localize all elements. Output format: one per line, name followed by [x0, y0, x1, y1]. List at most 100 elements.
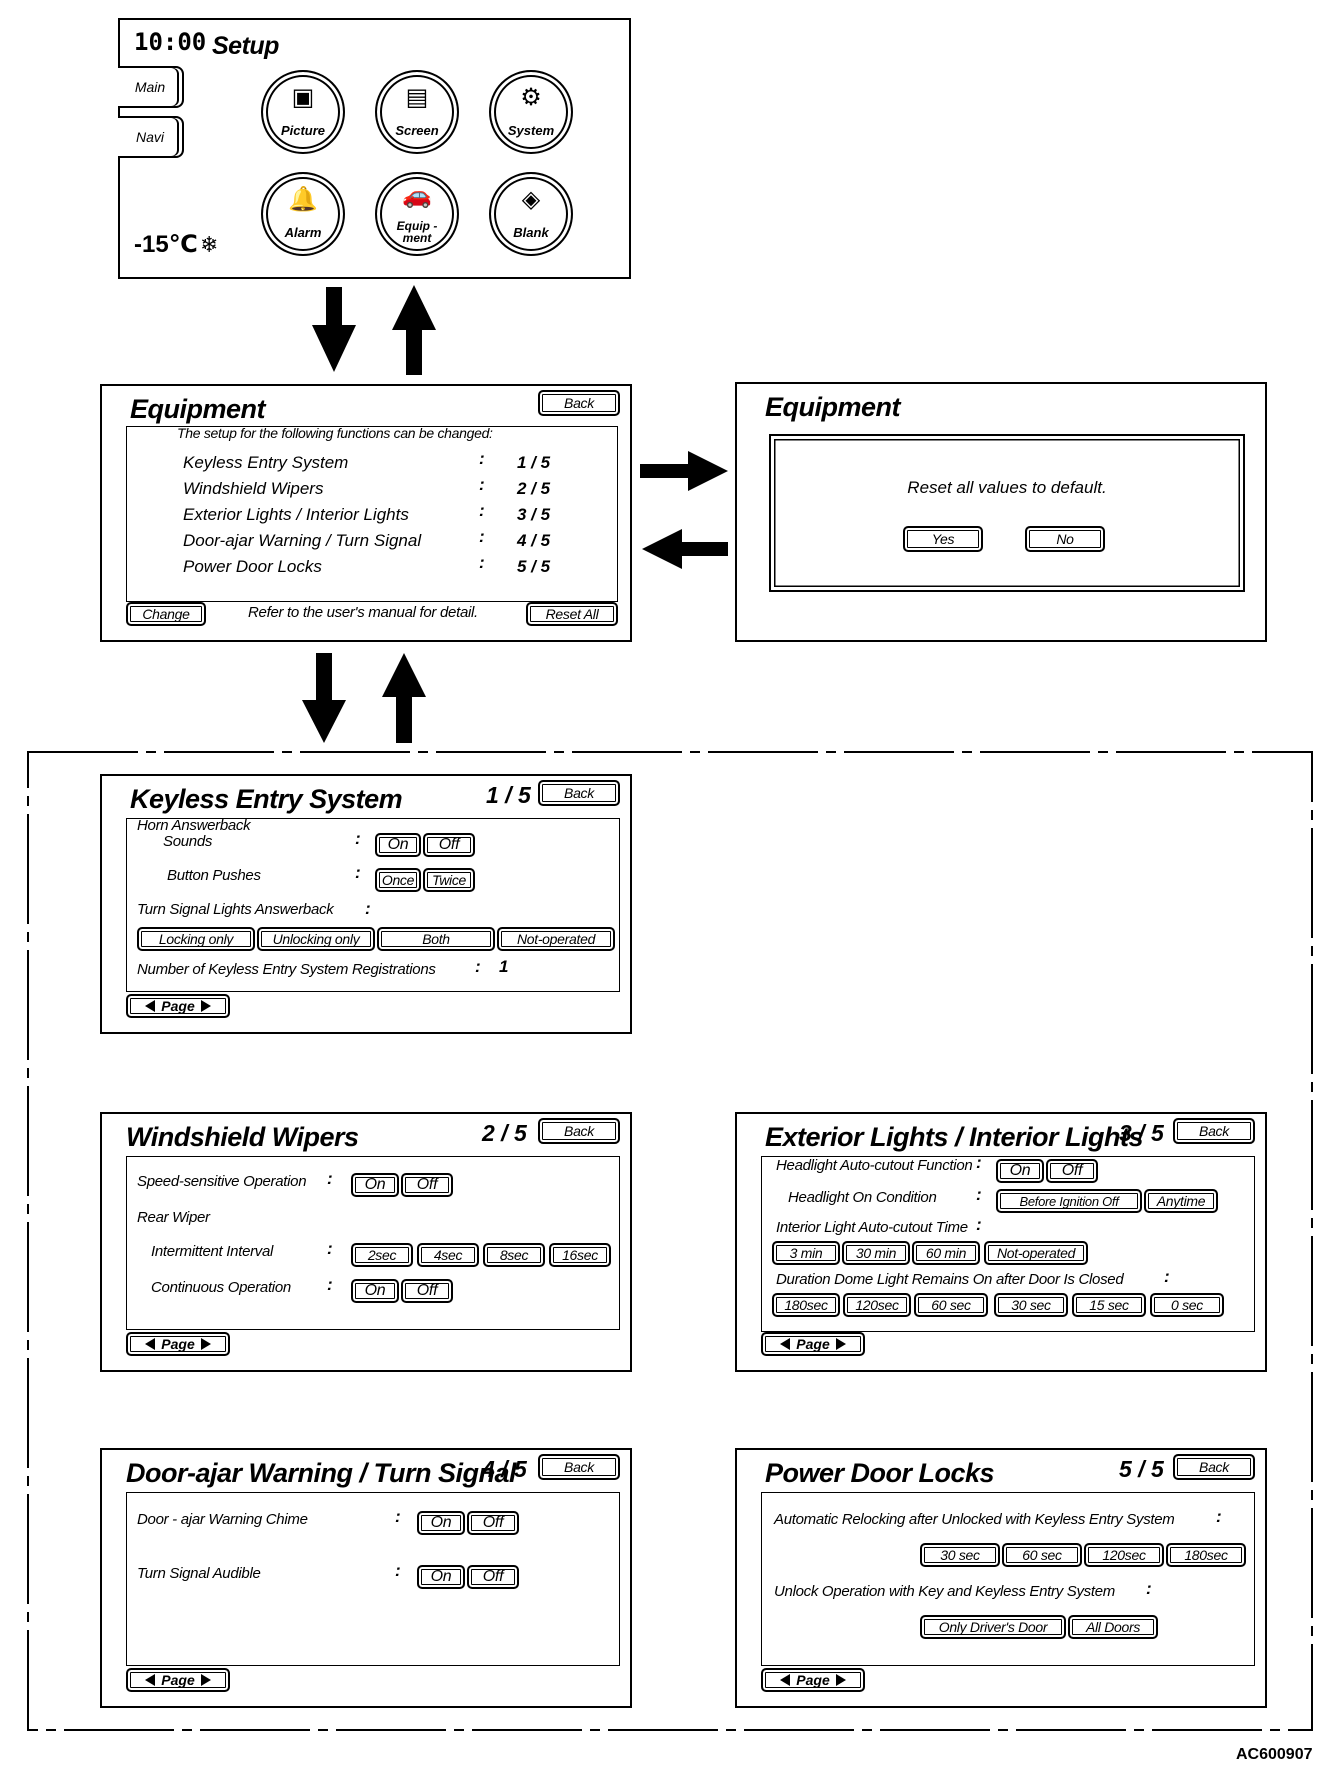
relock-180sec-button[interactable]: 180sec: [1166, 1543, 1246, 1567]
speed-off-button[interactable]: Off: [401, 1173, 453, 1197]
change-button[interactable]: Change: [126, 602, 206, 626]
relock-label: Automatic Relocking after Unlocked with …: [774, 1511, 1175, 1528]
page-label: Page: [161, 1336, 195, 1352]
registrations-value: 1: [499, 957, 509, 976]
colon: :: [395, 1507, 401, 1526]
relock-120sec-button[interactable]: 120sec: [1084, 1543, 1164, 1567]
interior-not-operated-button[interactable]: Not-operated: [984, 1241, 1088, 1265]
colon: :: [976, 1215, 982, 1234]
twice-button[interactable]: Twice: [423, 868, 475, 892]
dome-180sec-button[interactable]: 180sec: [772, 1293, 840, 1317]
interval-2sec-button[interactable]: 2sec: [351, 1243, 413, 1267]
back-button[interactable]: Back: [538, 390, 620, 416]
chime-on-button[interactable]: On: [417, 1511, 465, 1535]
blank-label: Blank: [513, 225, 549, 240]
dome-30sec-button[interactable]: 30 sec: [994, 1293, 1068, 1317]
speed-on-button[interactable]: On: [351, 1173, 399, 1197]
page-nav-button[interactable]: Page: [126, 994, 230, 1018]
continuous-label: Continuous Operation: [151, 1279, 291, 1296]
page-prev-icon: [145, 1000, 156, 1012]
page-nav-button[interactable]: Page: [761, 1668, 865, 1692]
interior-30min-button[interactable]: 30 min: [842, 1241, 910, 1265]
only-drivers-door-button[interactable]: Only Driver's Door: [920, 1615, 1066, 1639]
interior-60min-button[interactable]: 60 min: [912, 1241, 980, 1265]
equipment-item-page: 1 / 5: [517, 453, 551, 472]
page-next-icon: [835, 1338, 846, 1350]
page-nav-button[interactable]: Page: [761, 1332, 865, 1356]
picture-button[interactable]: ▣ Picture: [261, 70, 345, 154]
colon: :: [479, 475, 485, 494]
dome-light-label: Duration Dome Light Remains On after Doo…: [776, 1271, 1124, 1288]
auto-cutout-on-button[interactable]: On: [996, 1159, 1044, 1183]
anytime-button[interactable]: Anytime: [1144, 1189, 1218, 1213]
equipment-screen: Equipment Back The setup for the followi…: [100, 384, 632, 642]
back-button[interactable]: Back: [538, 1454, 620, 1480]
dome-15sec-button[interactable]: 15 sec: [1072, 1293, 1146, 1317]
system-button[interactable]: ⚙ System: [489, 70, 573, 154]
page-nav-button[interactable]: Page: [126, 1332, 230, 1356]
audible-on-button[interactable]: On: [417, 1565, 465, 1589]
interval-8sec-button[interactable]: 8sec: [483, 1243, 545, 1267]
page-next-icon: [835, 1674, 846, 1686]
yes-button[interactable]: Yes: [903, 526, 983, 552]
interior-3min-button[interactable]: 3 min: [772, 1241, 840, 1265]
auto-cutout-off-button[interactable]: Off: [1046, 1159, 1098, 1183]
colon: :: [479, 501, 485, 520]
back-button[interactable]: Back: [538, 1118, 620, 1144]
reset-all-button[interactable]: Reset All: [526, 602, 618, 626]
interval-16sec-button[interactable]: 16sec: [549, 1243, 611, 1267]
chime-off-button[interactable]: Off: [467, 1511, 519, 1535]
equipment-button[interactable]: 🚗 Equip - ment: [375, 172, 459, 256]
equipment-item-label[interactable]: Keyless Entry System: [183, 453, 349, 472]
reset-screen: Equipment Reset all values to default. Y…: [735, 382, 1267, 642]
unlocking-only-button[interactable]: Unlocking only: [257, 927, 375, 951]
speed-sensitive-label: Speed-sensitive Operation: [137, 1173, 307, 1190]
locking-only-button[interactable]: Locking only: [137, 927, 255, 951]
relock-30sec-button[interactable]: 30 sec: [920, 1543, 1000, 1567]
on-condition-label: Headlight On Condition: [788, 1189, 937, 1206]
keyless-entry-screen: Keyless Entry System 1 / 5 Back Horn Ans…: [100, 774, 632, 1034]
main-tab[interactable]: Main: [118, 66, 184, 108]
rear-wiper-label: Rear Wiper: [137, 1209, 210, 1226]
clock: 10:00: [134, 28, 207, 56]
relock-60sec-button[interactable]: 60 sec: [1002, 1543, 1082, 1567]
once-button[interactable]: Once: [375, 868, 421, 892]
navi-tab[interactable]: Navi: [118, 116, 184, 158]
no-button[interactable]: No: [1025, 526, 1105, 552]
screen-button[interactable]: ▤ Screen: [375, 70, 459, 154]
page-nav-button[interactable]: Page: [126, 1668, 230, 1692]
all-doors-button[interactable]: All Doors: [1068, 1615, 1158, 1639]
continuous-off-button[interactable]: Off: [401, 1279, 453, 1303]
reset-title: Equipment: [765, 392, 901, 422]
dome-0sec-button[interactable]: 0 sec: [1150, 1293, 1224, 1317]
equipment-item-page: 2 / 5: [517, 479, 551, 498]
colon: :: [365, 899, 371, 918]
picture-icon: ▣: [291, 84, 315, 111]
setup-screen: 10:00 Setup Main Navi -15℃ ❄ ▣ Picture ▤…: [118, 18, 631, 279]
back-button[interactable]: Back: [1173, 1454, 1255, 1480]
before-ignition-off-button[interactable]: Before Ignition Off: [996, 1189, 1142, 1213]
alarm-button[interactable]: 🔔 Alarm: [261, 172, 345, 256]
audible-off-button[interactable]: Off: [467, 1565, 519, 1589]
colon: :: [327, 1239, 333, 1258]
continuous-on-button[interactable]: On: [351, 1279, 399, 1303]
horn-answerback-label: Horn Answerback: [137, 817, 251, 834]
interval-4sec-button[interactable]: 4sec: [417, 1243, 479, 1267]
back-button[interactable]: Back: [538, 780, 620, 806]
equipment-item-label[interactable]: Exterior Lights / Interior Lights: [183, 505, 409, 524]
not-operated-button[interactable]: Not-operated: [497, 927, 615, 951]
sounds-off-button[interactable]: Off: [423, 833, 475, 857]
blank-button[interactable]: ◈ Blank: [489, 172, 573, 256]
both-button[interactable]: Both: [377, 927, 495, 951]
equipment-item-label[interactable]: Windshield Wipers: [183, 479, 324, 498]
equipment-list-box: The setup for the following functions ca…: [126, 425, 618, 602]
back-button[interactable]: Back: [1173, 1118, 1255, 1144]
reset-message: Reset all values to default.: [907, 478, 1107, 497]
page-title: Keyless Entry System: [130, 784, 403, 814]
page-number: 2 / 5: [482, 1120, 527, 1146]
equipment-item-label[interactable]: Power Door Locks: [183, 557, 322, 576]
equipment-item-label[interactable]: Door-ajar Warning / Turn Signal: [183, 531, 422, 550]
dome-60sec-button[interactable]: 60 sec: [914, 1293, 988, 1317]
sounds-on-button[interactable]: On: [375, 833, 421, 857]
dome-120sec-button[interactable]: 120sec: [843, 1293, 911, 1317]
